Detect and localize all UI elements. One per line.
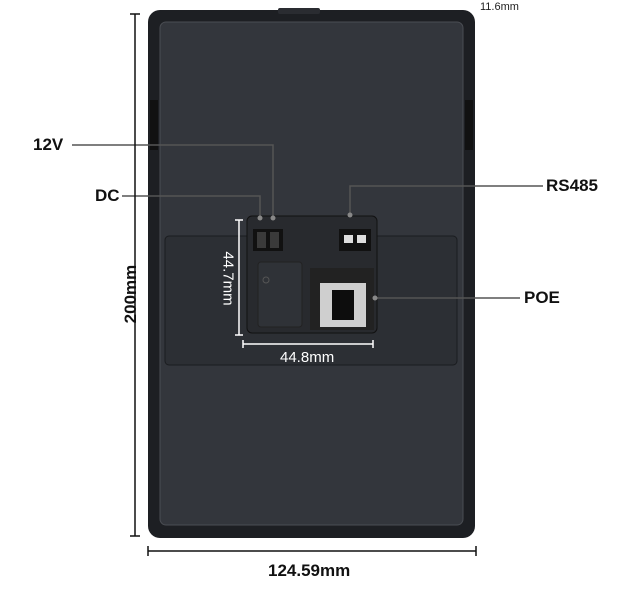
width-dimension: 124.59mm [268,561,351,580]
module-height-dimension: 44.7mm [219,251,237,306]
leader-lines [72,144,543,299]
module-dimension-lines [235,219,374,348]
outer-dimension-lines [130,13,477,556]
label-rs485: RS485 [546,176,598,195]
label-poe: POE [524,288,560,307]
depth-dimension: 11.6mm [478,1,521,13]
label-dc: DC [95,186,120,205]
module-width-dimension: 44.8mm [280,349,335,366]
label-12v: 12V [33,135,64,154]
height-dimension: 200mm [121,264,140,324]
rs485-connector [339,229,371,251]
